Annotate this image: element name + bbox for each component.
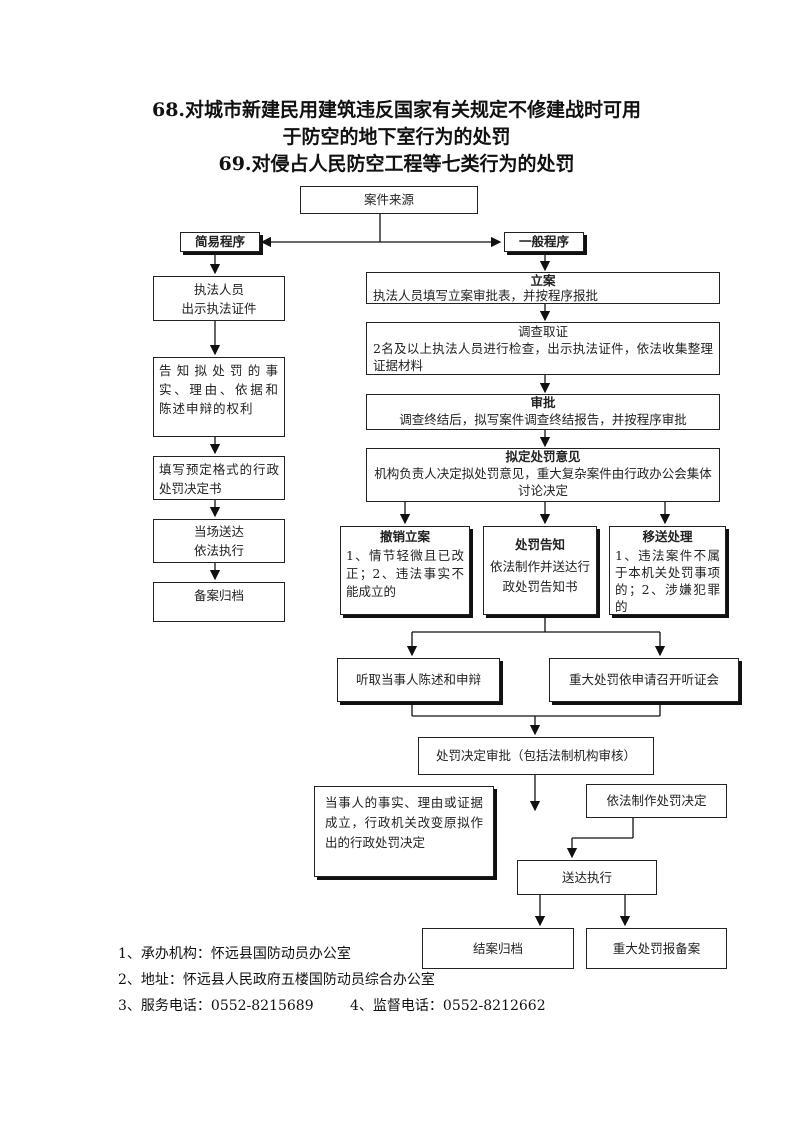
footer-address: 2、地址：怀远县人民政府五楼国防动员综合办公室 [118, 972, 435, 988]
make-decision-box: 依法制作处罚决定 [586, 784, 727, 818]
opinion-box: 拟定处罚意见 机构负责人决定拟处罚意见，重大复杂案件由行政办公会集体讨论决定 [366, 448, 720, 502]
approve-title: 审批 [530, 395, 556, 410]
simple-deliver-line-1: 当场送达 [193, 524, 244, 539]
transfer-body: 1、违法案件不属于本机关处罚事项的；2、涉嫌犯罪的 [615, 548, 720, 614]
simple-fill-decision-box: 填写预定格式的行政处罚决定书 [153, 456, 285, 500]
title-line-1: 68.对城市新建民用建筑违反国家有关规定不修建战时可用 [151, 99, 642, 121]
opinion-title: 拟定处罚意见 [505, 449, 581, 464]
simple-show-id-line-1: 执法人员 [193, 282, 244, 297]
facts-change-box: 当事人的事实、理由或证据成立，行政机关改变原拟作出的行政处罚决定 [314, 786, 494, 877]
major-report-box: 重大处罚报备案 [586, 928, 727, 969]
title-line-2: 于防空的地下室行为的处罚 [282, 126, 511, 148]
simple-notify-rights-box: 告知拟处罚的事实、理由、依据和陈述申辩的权利 [153, 357, 285, 437]
opinion-body: 机构负责人决定拟处罚意见，重大复杂案件由行政办公会集体讨论决定 [374, 466, 712, 498]
revoke-box: 撤销立案 1、情节轻微且已改正；2、违法事实不能成立的 [340, 526, 470, 615]
register-box: 立案 执法人员填写立案审批表，并按程序报批 [366, 272, 720, 304]
general-procedure-label: 一般程序 [504, 232, 584, 252]
register-body: 执法人员填写立案审批表，并按程序报批 [373, 288, 599, 303]
decision-review-box: 处罚决定审批（包括法制机构审核） [418, 737, 654, 775]
deliver-execute-box: 送达执行 [517, 860, 657, 895]
simple-deliver-execute-box: 当场送达 依法执行 [153, 519, 285, 563]
revoke-body: 1、情节轻微且已改正；2、违法事实不能成立的 [346, 548, 464, 599]
transfer-title: 移送处理 [642, 529, 693, 544]
simple-deliver-line-2: 依法执行 [193, 543, 244, 558]
footer-service-phone: 3、服务电话：0552-8215689 [118, 998, 314, 1014]
revoke-title: 撤销立案 [379, 529, 430, 544]
title-line-3: 69.对侵占人民防空工程等七类行为的处罚 [218, 153, 575, 175]
hearing-major-box: 重大处罚依申请召开听证会 [549, 658, 739, 702]
investigate-title: 调查取证 [517, 324, 568, 339]
footer-supervise-phone: 4、监督电话：0552-8212662 [350, 998, 546, 1014]
transfer-box: 移送处理 1、违法案件不属于本机关处罚事项的；2、涉嫌犯罪的 [609, 526, 726, 615]
investigate-body: 2名及以上执法人员进行检查，出示执法证件，依法收集整理证据材料 [373, 341, 713, 373]
notice-box: 处罚告知 依法制作并送达行政处罚告知书 [483, 526, 597, 615]
case-source-box: 案件来源 [300, 186, 478, 214]
simple-archive-box: 备案归档 [153, 582, 285, 622]
simple-show-id-line-2: 出示执法证件 [181, 301, 257, 316]
case-archive-box: 结案归档 [422, 928, 574, 969]
footer-agency: 1、承办机构：怀远县国防动员办公室 [118, 946, 351, 962]
simple-show-id-box: 执法人员 出示执法证件 [153, 276, 285, 321]
notice-body: 依法制作并送达行政处罚告知书 [489, 559, 590, 594]
register-title: 立案 [530, 273, 556, 288]
hearing-statement-box: 听取当事人陈述和申辩 [337, 658, 500, 702]
investigate-box: 调查取证 2名及以上执法人员进行检查，出示执法证件，依法收集整理证据材料 [366, 322, 720, 375]
notice-title: 处罚告知 [514, 537, 565, 552]
approve-body: 调查终结后，拟写案件调查终结报告，并按程序审批 [399, 412, 687, 427]
simple-procedure-label: 简易程序 [180, 232, 260, 252]
approve-box: 审批 调查终结后，拟写案件调查终结报告，并按程序审批 [366, 394, 720, 430]
